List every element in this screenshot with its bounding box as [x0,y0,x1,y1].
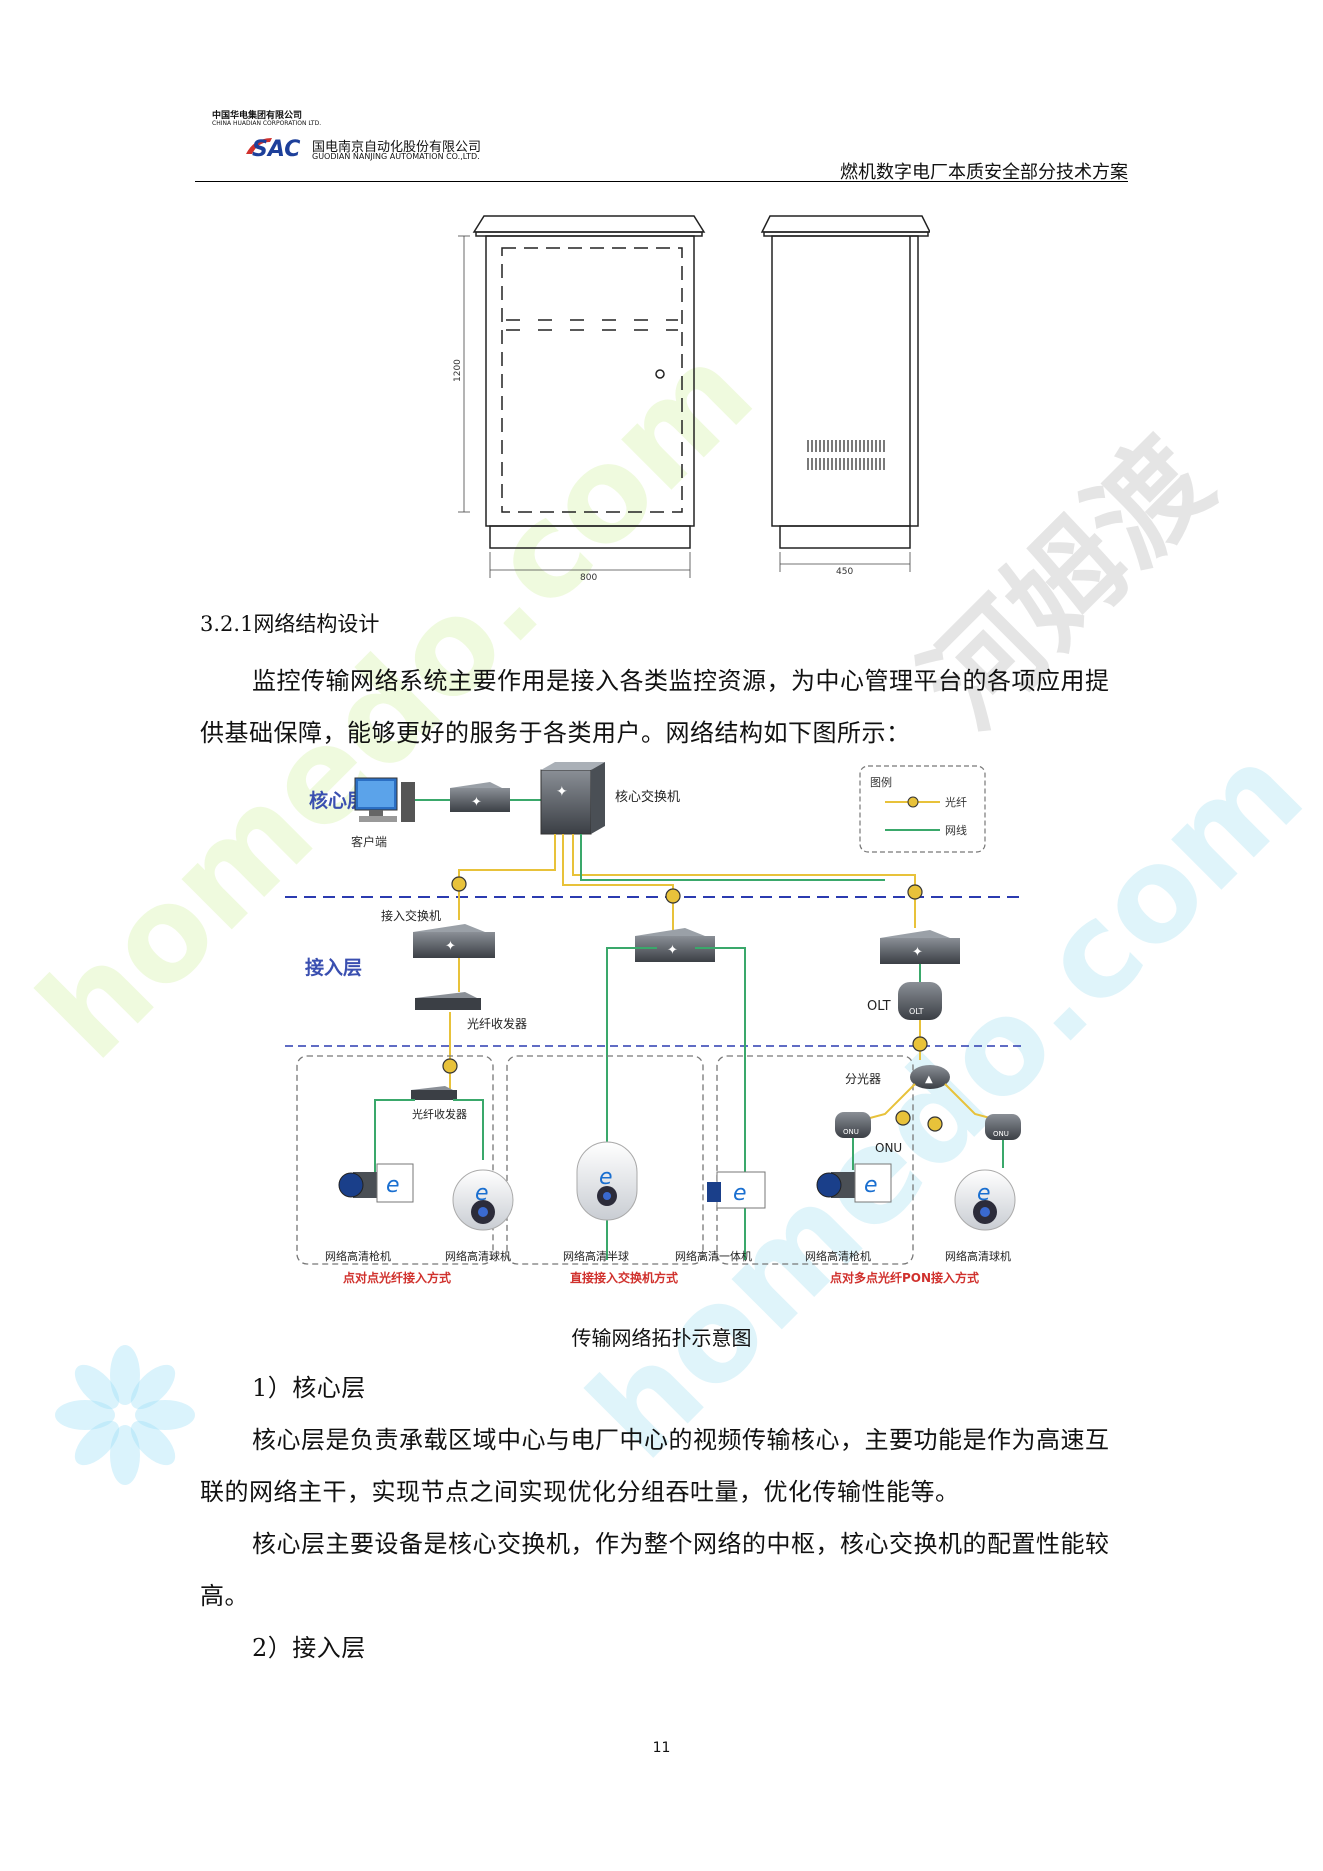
bullet-camera-icon: e [338,1163,414,1203]
core-layer-label: 核心层 [309,789,366,812]
svg-text:光纤收发器: 光纤收发器 [467,1016,527,1031]
fiber-transceiver-icon [411,1086,457,1100]
splitter-icon: ▲ [910,1065,950,1089]
fiber-connector-icon [907,796,919,808]
company-name-en: GUODIAN NANJING AUTOMATION CO.,LTD. [312,152,480,161]
svg-text:450: 450 [836,567,853,577]
fiber-connector-icon [665,888,681,904]
mode1-box [296,1055,494,1265]
paragraph-core-desc: 核心层是负责承载区域中心与电厂中心的视频传输核心，主要功能是作为高速互联的网络主… [200,1426,1110,1506]
network-switch-icon: ✦ [450,782,510,812]
onu-icon: ONU [835,1112,871,1138]
svg-text:e: e [864,1173,878,1198]
fiber-connector-icon [451,876,467,892]
fiber-transceiver-icon [415,992,481,1010]
mode3-box [716,1055,914,1265]
svg-text:图例: 图例 [870,775,892,789]
svg-text:OLT: OLT [867,999,891,1014]
legend-box [859,765,986,853]
svg-text:800: 800 [580,573,597,583]
dome-camera-icon: e [954,1169,1016,1231]
svg-text:网线: 网线 [945,823,967,837]
svg-text:接入交换机: 接入交换机 [381,908,441,923]
group-name: 中国华电集团有限公司 [212,111,303,121]
svg-text:网络高清枪机: 网络高清枪机 [805,1249,871,1263]
svg-text:e: e [475,1181,489,1206]
svg-text:✦: ✦ [556,784,568,800]
svg-text:ONU: ONU [843,1128,859,1136]
onu-icon: ONU [985,1114,1021,1140]
svg-text:e: e [977,1181,991,1206]
svg-text:e: e [599,1165,613,1190]
svg-text:ONU: ONU [875,1141,902,1155]
mode2-box [506,1055,704,1265]
svg-text:点对多点光纤PON接入方式: 点对多点光纤PON接入方式 [830,1270,979,1285]
bullet-camera-icon: e [816,1163,892,1203]
svg-text:e: e [386,1173,400,1198]
svg-text:核心交换机: 核心交换机 [615,789,680,805]
svg-text:网络高清球机: 网络高清球机 [445,1249,511,1263]
list-item-core-layer: 1）核心层 [252,1374,366,1402]
olt-icon: OLT [898,982,942,1020]
dome-camera-icon: e [452,1169,514,1231]
company-name: 国电南京自动化股份有限公司 [312,140,482,155]
access-switch-icon: ✦ [413,924,495,958]
svg-text:✦: ✦ [445,939,456,954]
flower-watermark-icon [50,1340,200,1490]
svg-text:客户端: 客户端 [351,834,387,849]
access-layer-label: 接入层 [305,957,362,979]
client-pc-icon [354,777,415,822]
fiber-connector-icon [907,884,923,900]
svg-text:网络高清枪机: 网络高清枪机 [325,1249,391,1263]
svg-text:e: e [733,1181,747,1206]
svg-text:▲: ▲ [925,1074,933,1085]
svg-text:✦: ✦ [912,945,923,960]
section-heading: 3.2.1网络结构设计 [200,612,380,636]
fiber-connector-icon [927,1116,943,1132]
svg-text:网络高清球机: 网络高清球机 [945,1249,1011,1263]
svg-text:ONU: ONU [993,1130,1009,1138]
access-switch-icon: ✦ [880,930,960,964]
network-topology-diagram: 核心层 接入层 图例 光纤 网线 客户端 ✦ ✦ 核心交换机 [285,760,1035,1305]
header-logo-block: 中国华电集团有限公司 CHINA HUADIAN CORPORATION LTD… [200,108,520,163]
svg-text:点对点光纤接入方式: 点对点光纤接入方式 [343,1270,451,1285]
list-item-access-layer: 2）接入层 [252,1634,366,1662]
svg-text:✦: ✦ [471,795,482,810]
svg-text:网络高清一体机: 网络高清一体机 [675,1249,752,1263]
document-title: 燃机数字电厂本质安全部分技术方案 [840,162,1128,183]
svg-text:网络高清半球: 网络高清半球 [563,1249,629,1263]
svg-text:直接接入交换机方式: 直接接入交换机方式 [570,1270,678,1285]
fiber-connector-icon [912,1036,928,1052]
svg-text:SAC: SAC [252,137,300,162]
fiber-connector-icon [442,1058,458,1074]
svg-text:✦: ✦ [667,943,678,958]
access-switch-icon: ✦ [635,928,715,962]
header-divider [195,181,1128,182]
sac-logo: SAC [244,132,310,166]
svg-text:分光器: 分光器 [845,1072,881,1086]
cabinet-drawing: 1200 800 450 [450,212,932,584]
fiber-connector-icon [895,1110,911,1126]
core-switch-icon: ✦ [540,762,605,835]
group-name-en: CHINA HUADIAN CORPORATION LTD. [212,120,322,127]
paragraph-core-device: 核心层主要设备是核心交换机，作为整个网络的中枢，核心交换机的配置性能较高。 [200,1530,1110,1610]
svg-text:1200: 1200 [453,359,463,382]
diagram-caption: 传输网络拓扑示意图 [571,1326,752,1350]
integrated-camera-icon: e [707,1171,766,1209]
paragraph-intro: 监控传输网络系统主要作用是接入各类监控资源，为中心管理平台的各项应用提供基础保障… [200,667,1110,747]
half-dome-camera-icon: e [576,1141,638,1221]
svg-text:光纤收发器: 光纤收发器 [412,1107,467,1121]
page-number: 11 [652,1740,671,1756]
svg-text:光纤: 光纤 [945,795,967,809]
svg-text:OLT: OLT [909,1007,924,1016]
